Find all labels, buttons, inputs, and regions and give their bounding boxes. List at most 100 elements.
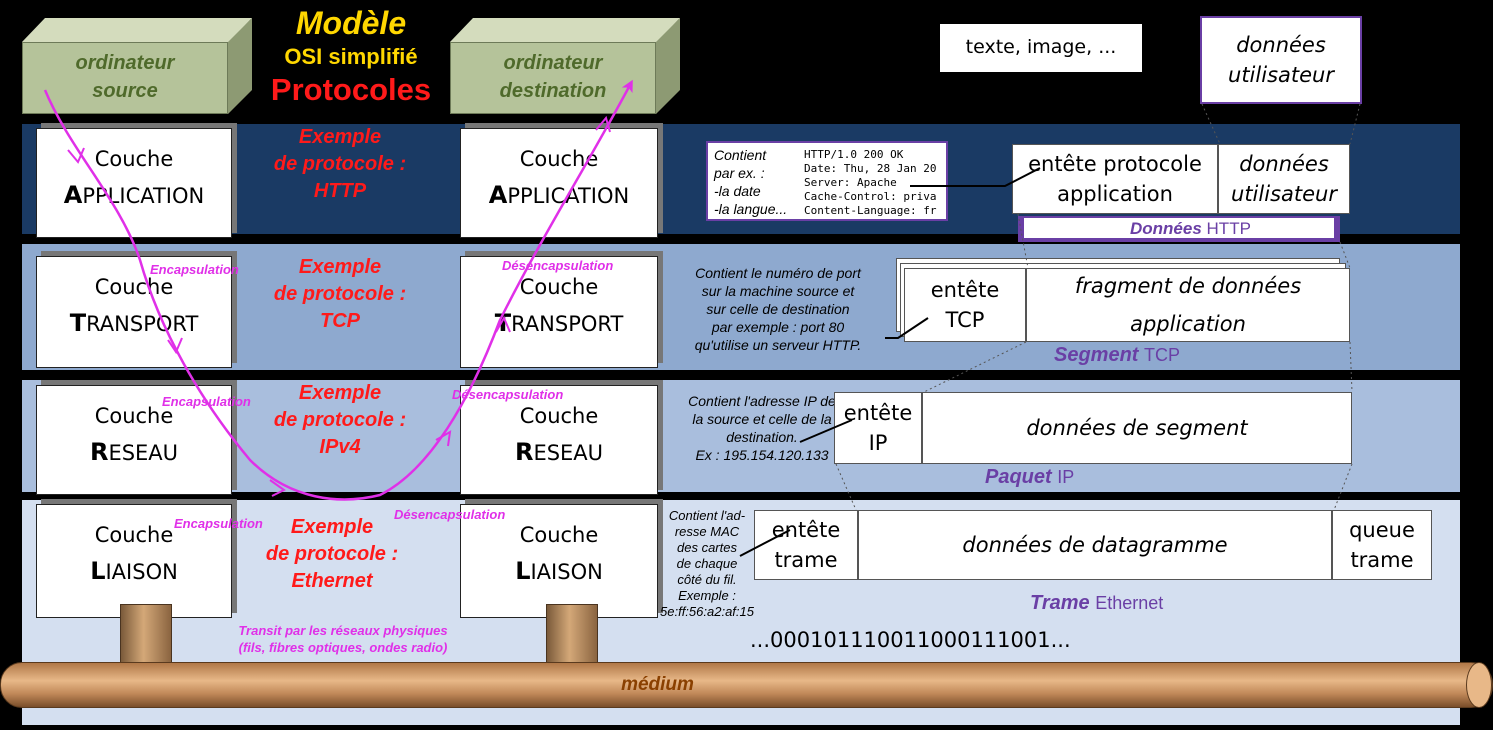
decapsulation-label-reseau: Désencapsulation (452, 387, 564, 402)
eth-note-line: de chaque (676, 556, 738, 571)
http-header-line2: application (1057, 182, 1173, 206)
eth-pdu-label: Trame Ethernet (1030, 592, 1163, 615)
tcp-leader-line (885, 317, 929, 339)
title-line3: Protocoles (270, 72, 432, 107)
http-note-line: par ex. : (714, 165, 765, 181)
eth-trailer-box: queue trame (1332, 510, 1432, 580)
destination-computer-top (450, 18, 680, 42)
transit-line2: (fils, fibres optiques, ondes radio) (238, 640, 448, 655)
source-pipe (120, 604, 172, 672)
destination-line2: destination (499, 80, 607, 102)
layer-name: RESEAU (37, 434, 231, 471)
encapsulation-flow-arrow (43, 79, 633, 501)
layer-rest: ESEAU (533, 441, 604, 465)
http-data-line2: utilisateur (1231, 182, 1337, 206)
http-header-lines: HTTP/1.0 200 OK Date: Thu, 28 Jan 20 Ser… (804, 148, 946, 218)
http-header-line1: entête protocole (1028, 152, 1202, 176)
layer-rest: ESEAU (108, 441, 179, 465)
tcp-note-line: sur celle de destination (706, 301, 850, 317)
tcp-header-line1: entête (930, 278, 1000, 302)
ip-header-line2: IP (868, 431, 888, 455)
destination-layer-liaison: Couche LIAISON (460, 504, 658, 618)
layer-name: RESEAU (461, 434, 657, 471)
ip-leader-line (799, 419, 853, 443)
source-layer-application: Couche APPLICATION (36, 128, 232, 238)
layer-name: TRANSPORT (37, 305, 231, 342)
protocol-line2: de protocole : (273, 283, 407, 305)
eth-note-line: côté du fil. (677, 572, 737, 587)
source-layer-liaison: Couche LIAISON (36, 504, 232, 618)
eth-note-line: Contient l'ad- (668, 508, 746, 523)
source-line2: source (92, 80, 158, 102)
source-computer-top (22, 18, 252, 42)
source-line1: ordinateur (75, 52, 175, 74)
bit-stream: ...000101110011000111001... (750, 628, 1071, 652)
layer-prefix: Couche (519, 523, 599, 547)
eth-note-line: resse MAC (674, 524, 740, 539)
title-line1: Modèle (295, 5, 407, 41)
protocol-line1: Exemple (298, 126, 382, 148)
encapsulation-label-transport: Encapsulation (150, 262, 239, 277)
ascent-tick-3 (595, 115, 611, 133)
destination-layer-application: Couche APPLICATION (460, 128, 658, 238)
protocol-line1: Exemple (298, 382, 382, 404)
ip-note-line: destination. (726, 429, 798, 445)
http-pdu-name: Données (1130, 219, 1202, 238)
tcp-note-line: Contient le numéro de port (695, 265, 861, 281)
layer-name: LIAISON (37, 553, 231, 590)
layer-prefix: Couche (94, 147, 174, 171)
destination-layer-transport: Couche TRANSPORT (460, 256, 658, 368)
ip-note: Contient l'adresse IP de la source et ce… (662, 392, 862, 464)
user-data-line2: utilisateur (1228, 63, 1334, 87)
eth-note-line: des cartes (677, 540, 737, 555)
layer-rest: IAISON (105, 560, 178, 584)
eth-header-line1: entête (771, 518, 841, 542)
ip-pdu-name: Paquet (985, 466, 1052, 488)
protocol-name: HTTP (313, 180, 367, 202)
layer-initial: R (89, 438, 109, 466)
content-types-box: texte, image, ... (940, 24, 1142, 72)
protocol-example-ipv4: Exemple de protocole : IPv4 (240, 380, 440, 461)
http-header-box: entête protocole application (1012, 144, 1218, 214)
eth-note: Contient l'ad- resse MAC des cartes de c… (640, 508, 774, 620)
tcp-note-line: sur la machine source et (701, 283, 855, 299)
destination-pipe (546, 604, 598, 672)
layer-initial: T (69, 309, 87, 337)
layer-name: LIAISON (461, 553, 657, 590)
layer-initial: A (63, 181, 83, 209)
eth-pdu-name: Trame (1030, 592, 1090, 614)
ip-header-box: entête IP (834, 392, 922, 464)
protocol-line2: de protocole : (273, 409, 407, 431)
destination-layer-reseau: Couche RESEAU (460, 385, 658, 495)
eth-pdu-proto: Ethernet (1095, 593, 1164, 613)
tcp-note: Contient le numéro de port sur la machin… (672, 264, 884, 354)
model-title: Modèle OSI simplifié Protocoles (240, 4, 462, 108)
eth-trailer-line1: queue (1349, 518, 1415, 542)
http-pdu-proto: HTTP (1206, 219, 1251, 238)
http-header-line: Date: Thu, 28 Jan 20 (804, 162, 937, 175)
http-leader-line (910, 167, 1041, 187)
eth-note-line: Exemple : (678, 588, 736, 603)
eth-data-box: données de datagramme (858, 510, 1332, 580)
layer-initial: T (494, 309, 512, 337)
http-note-line: -la langue... (714, 201, 788, 217)
http-header-line: Content-Language: fr (804, 204, 937, 217)
tcp-data-line1: fragment de données (1074, 274, 1302, 298)
descent-tick-3 (269, 479, 286, 497)
layer-rest: RANSPORT (86, 312, 199, 336)
medium-cable-end (1466, 662, 1492, 708)
http-pdu-label: Données HTTP (1130, 219, 1251, 239)
source-layer-reseau: Couche RESEAU (36, 385, 232, 495)
ascent-tick-1 (435, 430, 452, 447)
protocol-name: IPv4 (319, 436, 361, 458)
layer-initial: R (514, 438, 534, 466)
layer-rest: IAISON (530, 560, 603, 584)
source-computer: ordinateur source (22, 42, 228, 114)
ip-note-line: Ex : 195.154.120.133 (695, 447, 829, 463)
protocol-example-tcp: Exemple de protocole : TCP (240, 254, 440, 335)
eth-header-line2: trame (774, 548, 838, 572)
tcp-pdu-label: Segment TCP (1054, 344, 1180, 367)
title-line2: OSI simplifié (284, 44, 418, 69)
ip-header-line1: entête (843, 401, 913, 425)
